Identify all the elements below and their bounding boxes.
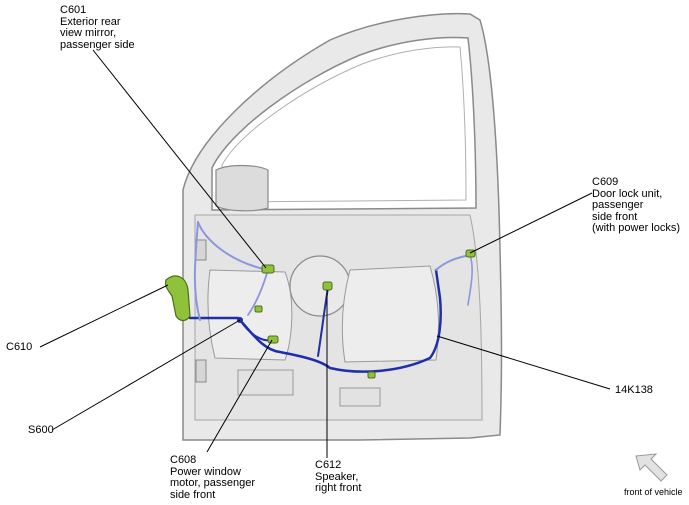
lower-recess-2: [339, 387, 381, 407]
label-s600-id: S600: [28, 424, 54, 436]
label-14k138: 14K138: [615, 384, 653, 397]
label-c601-line-3: passenger side: [60, 38, 135, 51]
mid-clip-1: [254, 305, 263, 313]
label-c608-line-3: side front: [170, 488, 216, 501]
leader-k138: [436, 335, 611, 390]
label-c601-id: C601: [60, 4, 87, 16]
leader-c601: [92, 49, 267, 269]
window-opening: [211, 36, 477, 211]
harness-main-run: [188, 268, 442, 373]
label-c608-id: C608: [170, 454, 197, 466]
harness-lock-run: [467, 254, 473, 306]
inner-cutout-left: [207, 269, 293, 361]
inner-cutout-right: [341, 265, 439, 363]
c608-connector: [267, 335, 279, 344]
label-c610: C610: [6, 341, 33, 354]
label-c609-id: C609: [592, 176, 619, 188]
label-c612: C612 Speaker, right front: [315, 459, 362, 495]
label-c608-line-2: motor, passenger: [170, 477, 255, 489]
c610-grommet: [164, 275, 191, 322]
window-frame-inner: [221, 46, 467, 203]
front-of-vehicle-arrow-icon: [635, 453, 668, 482]
door-panel: [182, 12, 503, 441]
orientation-arrow: [635, 453, 668, 482]
label-c601: C601 Exterior rear view mirror, passenge…: [60, 4, 135, 51]
label-c608: C608 Power window motor, passenger side …: [170, 454, 255, 501]
c601-connector: [261, 264, 275, 274]
label-c610-id: C610: [6, 341, 33, 353]
harness-branch-mirror: [193, 221, 269, 321]
label-c609-line-2: passenger: [592, 199, 644, 211]
label-c612-line-2: right front: [315, 482, 362, 494]
label-s600: S600: [28, 424, 54, 437]
label-c609: C609 Door lock unit, passenger side fron…: [592, 176, 681, 235]
c612-connector: [322, 281, 333, 291]
harness-branch-upper: [247, 269, 269, 316]
mid-clip-2: [367, 371, 376, 379]
label-c609-line-1: Door lock unit,: [592, 187, 663, 200]
leader-c610: [39, 284, 169, 348]
hinge-bottom: [195, 359, 207, 383]
front-of-vehicle-text: front of vehicle: [624, 487, 683, 497]
leader-c609: [469, 192, 593, 254]
label-c609-line-4: (with power locks): [592, 222, 681, 234]
label-c612-line-1: Speaker,: [315, 470, 359, 483]
label-c601-line-2: view mirror,: [60, 27, 117, 39]
hinge-top: [195, 239, 207, 261]
label-c608-line-1: Power window: [170, 465, 241, 478]
leader-s600: [51, 319, 241, 431]
leader-c608: [206, 339, 273, 453]
mirror-housing: [215, 164, 269, 212]
front-of-vehicle-label: front of vehicle: [624, 487, 683, 497]
label-c612-id: C612: [315, 459, 342, 471]
label-c601-line-1: Exterior rear: [60, 15, 121, 28]
label-c609-line-3: side front: [592, 210, 638, 223]
leader-lines: [39, 49, 611, 458]
speaker-opening: [289, 255, 351, 317]
label-14k138-id: 14K138: [615, 384, 653, 396]
lower-recess-1: [237, 369, 294, 396]
